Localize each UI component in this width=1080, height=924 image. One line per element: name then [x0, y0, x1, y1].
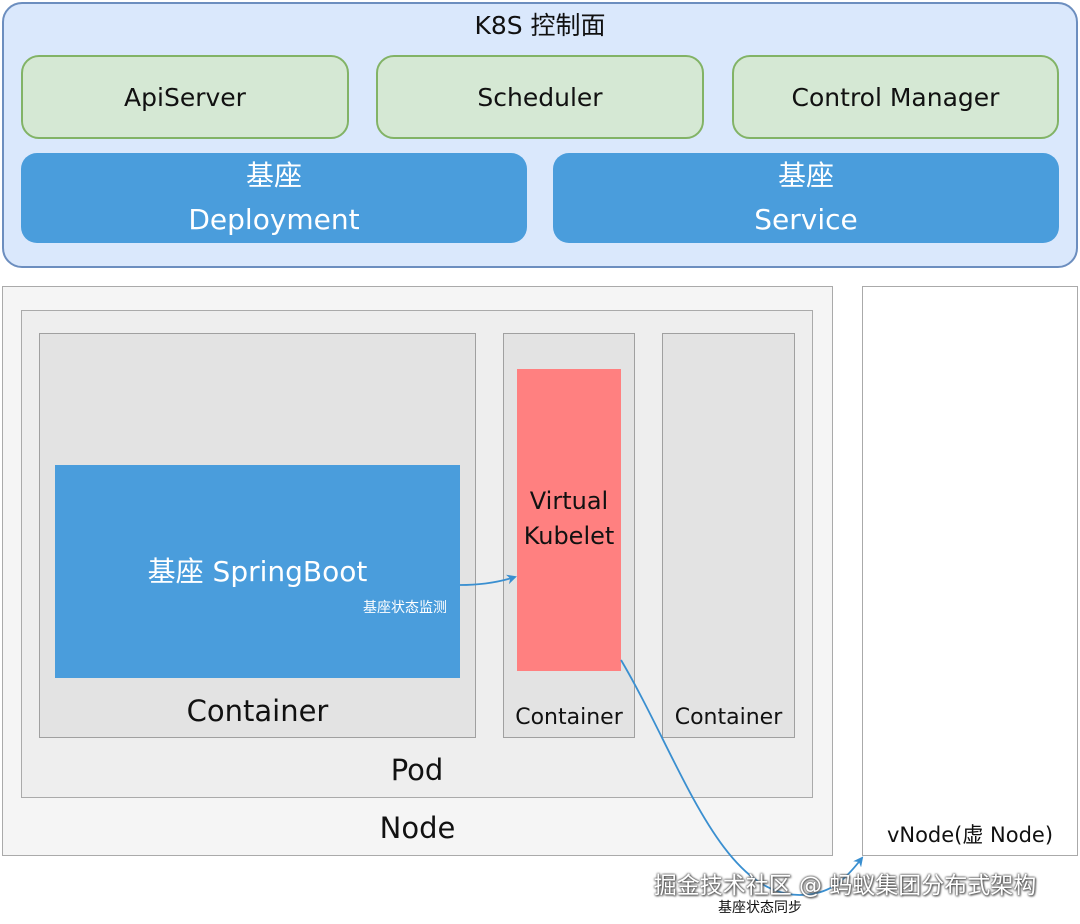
sync-edge-label: 基座状态同步: [718, 900, 802, 916]
monitor-edge-label: 基座状态监测: [363, 600, 447, 616]
base-service-line2: Service: [754, 203, 858, 236]
pod-label: Pod: [390, 753, 444, 787]
scheduler-label: Scheduler: [477, 82, 603, 112]
kubelet-line1: Virtual: [529, 487, 609, 515]
virtual-kubelet-box: [517, 369, 621, 671]
virtual-kubelet-label: Virtual Kubelet: [517, 484, 621, 556]
watermark: 掘金技术社区 @ 蚂蚁集团分布式架构: [653, 873, 1037, 899]
kubelet-container-label: Container: [515, 705, 623, 730]
node-label: Node: [379, 811, 456, 845]
control-plane-title: K8S 控制面: [474, 11, 606, 40]
control-manager-box: Control Manager: [732, 55, 1059, 139]
springboot-label: 基座 SpringBoot: [147, 555, 368, 588]
control-manager-label: Control Manager: [791, 82, 1000, 112]
springboot-box: [55, 465, 460, 678]
apiserver-box: ApiServer: [21, 55, 349, 139]
base-service-line1: 基座: [777, 159, 834, 192]
sync-arrow: [620, 659, 864, 896]
main-container-label: Container: [186, 694, 329, 728]
base-service-box: 基座 Service: [553, 153, 1059, 243]
vnode-label: vNode(虚 Node): [886, 823, 1054, 847]
third-container-box: [662, 333, 795, 738]
base-deployment-box: 基座 Deployment: [21, 153, 527, 243]
scheduler-box: Scheduler: [376, 55, 704, 139]
vnode-box: [862, 286, 1078, 856]
kubelet-line2: Kubelet: [523, 522, 615, 550]
base-deployment-line1: 基座: [245, 159, 302, 192]
apiserver-label: ApiServer: [124, 82, 246, 112]
monitor-arrow: [459, 574, 517, 586]
base-deployment-line2: Deployment: [188, 203, 360, 236]
third-container-label: Container: [674, 705, 783, 730]
